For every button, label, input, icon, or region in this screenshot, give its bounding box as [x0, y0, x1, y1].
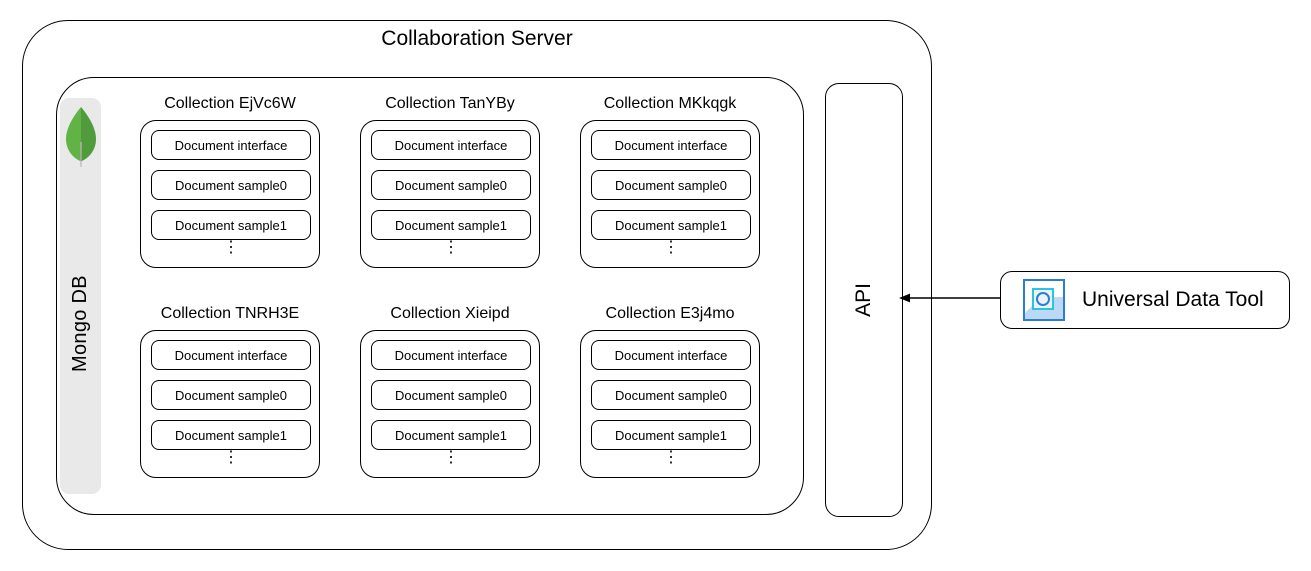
document-item[interactable]: Document sample1: [151, 210, 311, 240]
api-label: API: [851, 283, 875, 317]
more-documents-ellipsis: ⋮: [443, 449, 459, 466]
document-item[interactable]: Document sample0: [371, 170, 531, 200]
collection-title: Collection Xieipd: [390, 305, 510, 322]
document-item[interactable]: Document interface: [151, 340, 311, 370]
mongodb-label: Mongo DB: [69, 275, 91, 372]
collection-body: Document interface Document sample0 Docu…: [360, 120, 540, 268]
client-to-api-arrow: [899, 293, 1005, 303]
collaboration-server-boundary: [22, 20, 932, 550]
document-item[interactable]: Document interface: [591, 130, 751, 160]
document-item[interactable]: Document interface: [151, 130, 311, 160]
api-box[interactable]: API: [825, 83, 903, 517]
more-documents-ellipsis: ⋮: [223, 239, 239, 256]
more-documents-ellipsis: ⋮: [443, 239, 459, 256]
more-documents-ellipsis: ⋮: [223, 449, 239, 466]
collection-body: Document interface Document sample0 Docu…: [360, 330, 540, 478]
document-item[interactable]: Document interface: [371, 340, 531, 370]
collection-body: Document interface Document sample0 Docu…: [140, 330, 320, 478]
document-item[interactable]: Document sample0: [371, 380, 531, 410]
document-item[interactable]: Document sample0: [151, 380, 311, 410]
more-documents-ellipsis: ⋮: [663, 449, 679, 466]
collection-body: Document interface Document sample0 Docu…: [140, 120, 320, 268]
icon-circle: [1036, 292, 1050, 306]
collection-title: Collection EjVc6W: [164, 95, 296, 112]
collection-title: Collection MKkqgk: [603, 95, 737, 112]
document-item[interactable]: Document sample0: [151, 170, 311, 200]
collection-body: Document interface Document sample0 Docu…: [580, 330, 760, 478]
document-item[interactable]: Document sample1: [371, 420, 531, 450]
collection-title: Collection TanYBy: [385, 95, 515, 112]
collection-body: Document interface Document sample0 Docu…: [580, 120, 760, 268]
database-region-boundary: [56, 77, 804, 515]
document-item[interactable]: Document sample1: [151, 420, 311, 450]
document-item[interactable]: Document sample0: [591, 380, 751, 410]
universal-data-tool-label: Universal Data Tool: [1082, 288, 1264, 311]
mongodb-leaf-icon: [65, 107, 96, 167]
collaboration-server-title: Collaboration Server: [381, 27, 573, 50]
document-item[interactable]: Document interface: [591, 340, 751, 370]
universal-data-tool-icon: [1023, 279, 1065, 321]
document-item[interactable]: Document sample1: [371, 210, 531, 240]
collection-title: Collection TNRH3E: [160, 305, 300, 322]
document-item[interactable]: Document sample0: [591, 170, 751, 200]
document-item[interactable]: Document sample1: [591, 210, 751, 240]
mongodb-label-wrap: Mongo DB: [60, 98, 101, 494]
more-documents-ellipsis: ⋮: [663, 239, 679, 256]
mongodb-panel: Mongo DB: [60, 98, 101, 494]
document-item[interactable]: Document interface: [371, 130, 531, 160]
document-item[interactable]: Document sample1: [591, 420, 751, 450]
universal-data-tool-node[interactable]: Universal Data Tool: [1000, 271, 1290, 329]
collection-title: Collection E3j4mo: [605, 305, 735, 322]
